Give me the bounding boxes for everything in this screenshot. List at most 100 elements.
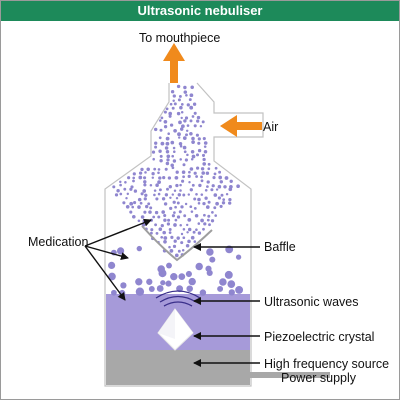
particle-310	[163, 239, 167, 244]
particle-204	[125, 197, 128, 200]
particle-312	[180, 241, 184, 245]
droplet-1	[116, 247, 125, 255]
particle-299	[186, 231, 189, 234]
particle-158	[143, 183, 147, 187]
droplet-34	[199, 289, 207, 296]
particle-22	[168, 111, 173, 116]
particle-247	[148, 210, 152, 214]
particle-307	[182, 236, 186, 240]
particle-248	[154, 210, 159, 215]
droplet-33	[186, 285, 193, 292]
particle-273	[200, 218, 204, 223]
droplet-17	[206, 269, 213, 276]
particle-258	[163, 213, 167, 218]
particle-199	[195, 192, 198, 196]
particle-111	[196, 166, 200, 170]
particle-152	[206, 180, 210, 184]
droplet-15	[178, 273, 186, 280]
particle-36	[189, 119, 193, 123]
droplet-24	[188, 277, 196, 286]
particle-19	[179, 105, 183, 110]
particle-301	[197, 231, 202, 235]
particle-6	[178, 94, 182, 98]
particle-44	[199, 124, 203, 128]
particle-115	[132, 172, 136, 176]
particle-219	[133, 201, 137, 205]
air-arrow	[220, 115, 262, 137]
particle-29	[184, 116, 189, 120]
particle-108	[164, 167, 168, 171]
particle-281	[179, 223, 182, 227]
particle-41	[181, 124, 185, 129]
particle-165	[198, 183, 202, 188]
particle-201	[213, 193, 218, 197]
particle-2	[190, 85, 194, 90]
particle-246	[143, 210, 147, 214]
particle-252	[190, 210, 194, 213]
particle-168	[217, 184, 222, 189]
particle-231	[228, 201, 232, 205]
particle-80	[183, 150, 187, 154]
particle-21	[163, 110, 167, 114]
particle-174	[129, 187, 133, 191]
particle-313	[187, 239, 191, 244]
droplet-21	[146, 278, 153, 285]
particle-186	[228, 187, 233, 192]
particle-69	[203, 141, 208, 145]
particle-221	[147, 202, 151, 206]
particle-39	[163, 125, 168, 129]
particle-283	[197, 222, 201, 225]
particle-229	[215, 201, 219, 206]
particle-271	[174, 218, 178, 222]
particle-92	[159, 158, 163, 163]
particle-56	[165, 136, 170, 141]
particle-320	[177, 249, 181, 253]
particle-270	[167, 218, 171, 222]
particle-9	[172, 99, 175, 102]
droplet-18	[224, 270, 233, 279]
housing-outline	[104, 82, 264, 387]
particle-175	[133, 189, 138, 193]
droplet-13	[158, 269, 167, 278]
particle-235	[145, 204, 149, 209]
particle-89	[195, 153, 200, 157]
piezoelectric-crystal	[157, 308, 194, 351]
diagram-title: Ultrasonic nebuliser	[1, 1, 399, 21]
particle-100	[170, 163, 174, 167]
particle-112	[200, 167, 205, 171]
particle-78	[165, 149, 170, 154]
droplet-3	[206, 248, 214, 256]
particle-15	[186, 103, 190, 107]
particle-322	[174, 253, 179, 258]
particle-59	[191, 136, 195, 141]
particle-179	[166, 187, 169, 191]
particle-58	[182, 136, 187, 140]
particle-214	[217, 196, 221, 200]
particle-187	[114, 193, 119, 197]
particle-45	[153, 127, 158, 132]
particle-26	[160, 116, 164, 120]
medication-callout-arrows	[84, 218, 152, 301]
droplet-25	[219, 278, 227, 286]
particle-210	[175, 196, 179, 200]
particle-176	[142, 189, 147, 193]
particle-193	[157, 192, 161, 196]
particle-263	[203, 213, 206, 217]
label-mouthpiece: To mouthpiece	[139, 31, 220, 45]
particle-194	[164, 193, 169, 197]
droplet-31	[156, 285, 164, 292]
particle-120	[175, 170, 179, 174]
label-piezoelectric-crystal: Piezoelectric crystal	[264, 330, 374, 344]
droplet-12	[108, 272, 116, 281]
ultrasonic-waves	[155, 290, 201, 307]
particle-65	[170, 140, 175, 145]
particle-244	[219, 204, 223, 208]
particle-177	[153, 189, 157, 192]
particle-269	[163, 218, 167, 222]
particle-225	[184, 202, 188, 206]
particle-317	[185, 243, 190, 248]
particle-215	[222, 198, 226, 201]
particle-146	[132, 179, 135, 183]
particle-155	[112, 185, 116, 189]
